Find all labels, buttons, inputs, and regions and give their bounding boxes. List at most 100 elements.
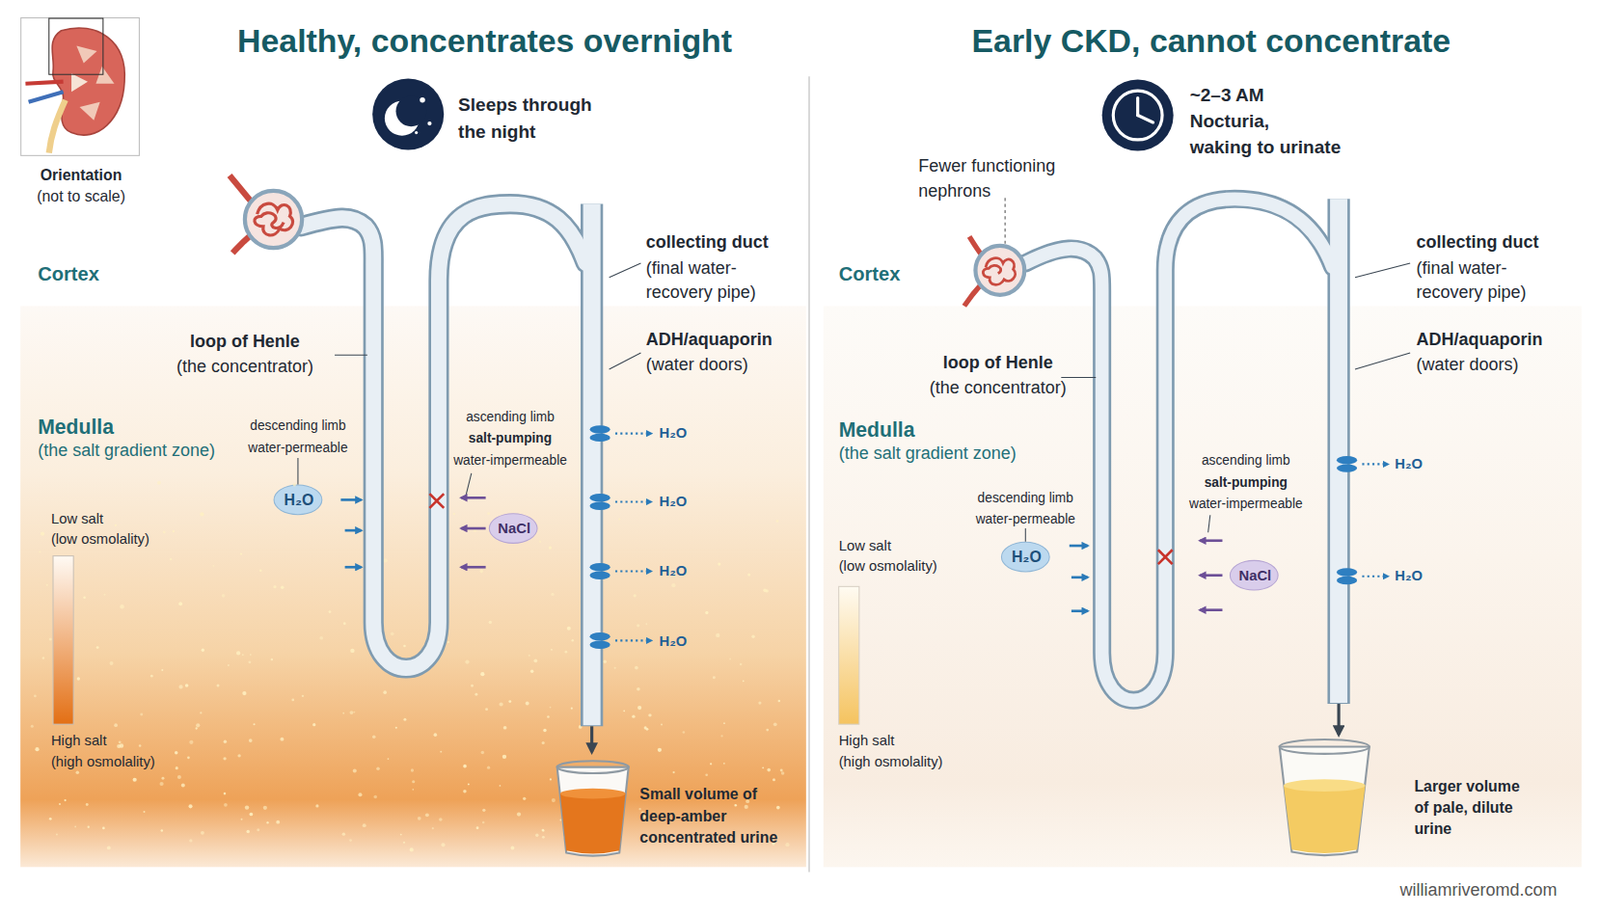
salt-sparkles	[185, 683, 190, 688]
moon-icon	[372, 78, 444, 150]
salt-sparkles	[172, 530, 175, 533]
kidney-orientation-icon	[76, 46, 97, 64]
kidney-orientation-icon	[80, 102, 101, 121]
salt-sparkles	[439, 751, 442, 754]
renal-tubule	[300, 198, 1339, 727]
salt-sparkles	[223, 740, 227, 744]
salt-sparkles	[548, 545, 552, 549]
salt-sparkles	[174, 751, 179, 756]
leader-line	[1060, 377, 1096, 379]
node-heading: H₂O	[1002, 542, 1052, 572]
impermeable-cross	[429, 493, 444, 509]
salt-sparkles	[161, 777, 164, 781]
salt-sparkles	[677, 639, 679, 642]
salt-sparkles	[387, 758, 390, 760]
salt-sparkles	[349, 839, 353, 842]
salt-sparkles	[672, 771, 675, 774]
annotation-label: (final water-recovery pipe)	[646, 256, 777, 306]
salt-sparkles	[634, 666, 639, 671]
salt-sparkles	[615, 639, 618, 642]
salt-sparkles	[530, 670, 534, 674]
salt-sparkles	[636, 623, 640, 627]
salt-sparkles	[245, 830, 250, 835]
salt-sparkles	[259, 569, 263, 573]
salt-sparkles	[742, 679, 745, 682]
water-exit-arrow	[615, 433, 1388, 642]
salt-sparkles	[383, 558, 388, 563]
impermeable-cross	[1158, 549, 1173, 565]
urine-cup	[1279, 746, 1370, 856]
salt-sparkles	[395, 727, 398, 730]
glomerulus	[229, 175, 1025, 306]
salt-sparkles	[542, 829, 545, 833]
salt-arrow	[1199, 573, 1222, 577]
annotation-label: ~2–3 AM	[1190, 83, 1265, 108]
salt-sparkles	[571, 639, 574, 642]
salt-sparkles	[352, 768, 357, 773]
salt-sparkles	[33, 695, 37, 699]
kidney-orientation-icon	[49, 100, 66, 154]
salt-sparkles	[342, 832, 346, 836]
water-exit-arrow	[1361, 462, 1387, 465]
salt-sparkles	[87, 826, 90, 829]
kidney-orientation-icon	[49, 18, 104, 75]
clock-icon	[1112, 90, 1163, 140]
salt-sparkles	[761, 766, 764, 769]
salt-sparkles	[705, 611, 708, 615]
water-bubble: H₂O	[273, 485, 324, 516]
aquaporin-channel	[1336, 568, 1357, 576]
glomerulus	[229, 175, 261, 213]
kidney-orientation-icon	[25, 18, 125, 154]
salt-sparkles	[49, 638, 53, 642]
glomerulus	[969, 236, 988, 262]
aquaporin-channel	[590, 563, 611, 571]
salt-sparkles	[511, 846, 516, 851]
salt-sparkles	[474, 693, 478, 697]
impermeable-cross	[1158, 549, 1173, 565]
salt-sparkles	[248, 738, 253, 743]
salt-sparkles	[645, 623, 648, 625]
salt-sparkles	[161, 829, 163, 832]
glomerulus	[232, 228, 261, 253]
salt-sparkles	[705, 773, 708, 777]
kidney-orientation-icon	[25, 81, 63, 84]
leader-line	[1208, 515, 1211, 533]
salt-sparkles	[758, 701, 761, 705]
salt-sparkles	[570, 707, 573, 710]
aquaporin-channel	[590, 493, 611, 502]
salt-sparkles	[539, 541, 542, 543]
salt-sparkles	[417, 816, 422, 821]
water-arrow	[1071, 609, 1088, 613]
salt-arrow	[461, 496, 486, 500]
salt-sparkles	[502, 755, 507, 760]
salt-sparkles	[546, 715, 550, 719]
renal-tubule	[1025, 198, 1332, 701]
salt-sparkles	[373, 795, 378, 800]
salt-sparkles	[765, 729, 769, 733]
salt-sparkles	[222, 757, 226, 760]
salt-sparkles	[169, 558, 172, 561]
salt-sparkles	[312, 723, 316, 727]
salt-sparkles	[776, 806, 781, 811]
salt-sparkles	[596, 803, 601, 808]
aquaporin-channel	[590, 425, 1358, 650]
salt-sparkles	[372, 734, 377, 739]
salt-sparkles	[382, 690, 387, 695]
moon-icon	[372, 78, 444, 150]
renal-tubule	[583, 204, 601, 727]
salt-sparkles	[400, 834, 403, 837]
salt-sparkles	[157, 481, 162, 486]
salt-sparkles	[411, 788, 414, 791]
salt-gradient-bar	[839, 586, 860, 725]
salt-sparkles	[42, 656, 46, 660]
leader-line	[297, 458, 299, 486]
salt-sparkles	[116, 744, 121, 749]
medulla-band: Medulla(the salt gradient zone)H₂ONaCl	[20, 305, 807, 868]
salt-bubble: NaCl	[1229, 560, 1279, 592]
salt-sparkles	[470, 684, 474, 688]
urine-cup	[1283, 779, 1366, 792]
salt-sparkles	[503, 726, 508, 731]
salt-sparkles	[82, 596, 86, 599]
leader-line	[334, 354, 368, 356]
